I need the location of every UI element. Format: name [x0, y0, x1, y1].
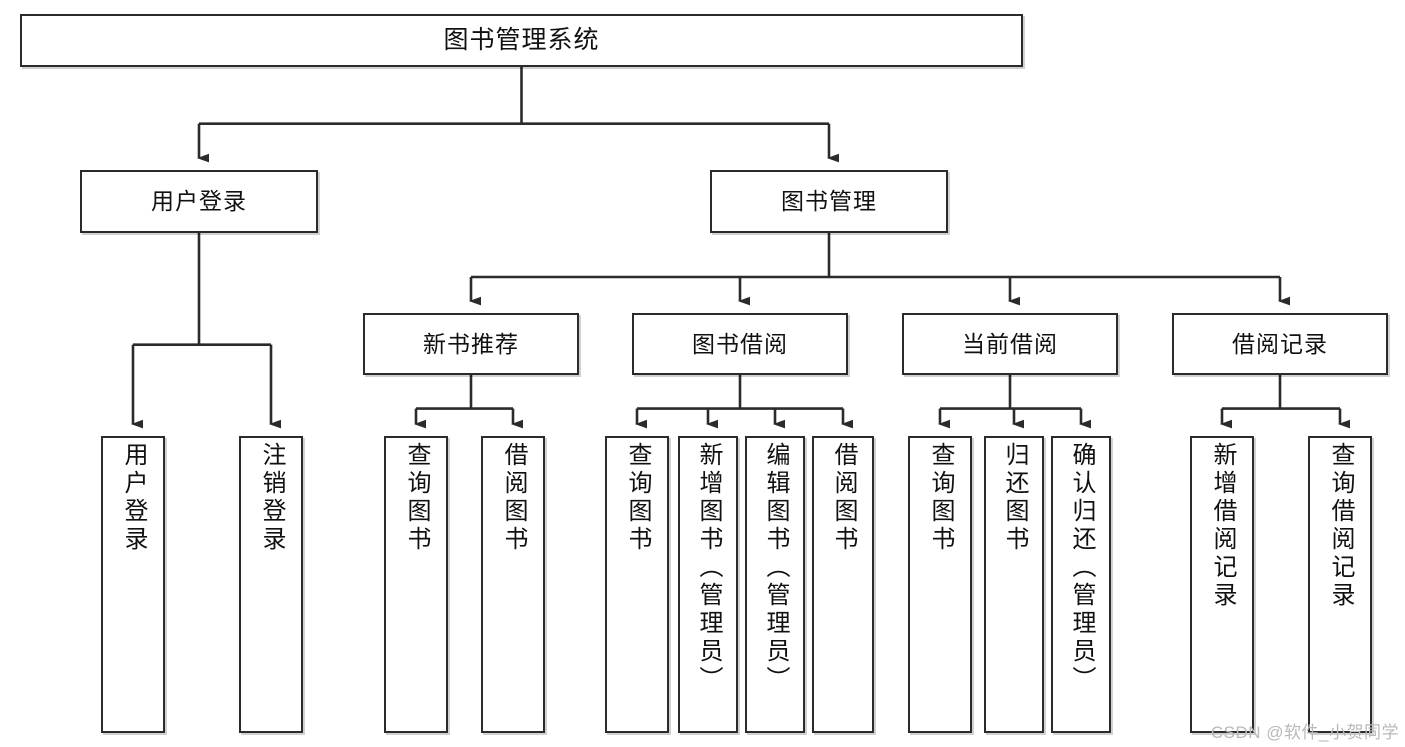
- node-label: 图书借阅: [692, 330, 788, 357]
- node-label: 查询图书: [403, 442, 430, 554]
- node-label: 借阅图书: [830, 442, 857, 554]
- csdn-watermark: CSDN @软件_小贺同学: [1210, 723, 1399, 742]
- node-label: 用户登录: [151, 188, 247, 215]
- node-label: 新书推荐: [423, 330, 519, 357]
- node-label: 确认归还（管理员）: [1068, 442, 1095, 694]
- node-leaf-logout[interactable]: 注销登录: [239, 436, 303, 733]
- node-records[interactable]: 借阅记录: [1172, 313, 1388, 375]
- node-login[interactable]: 用户登录: [80, 170, 318, 233]
- node-label: 注销登录: [258, 442, 285, 554]
- node-leaf-borrow-new[interactable]: 借阅图书: [481, 436, 545, 733]
- node-label: 图书管理系统: [443, 26, 600, 55]
- node-leaf-queryrecord[interactable]: 查询借阅记录: [1308, 436, 1372, 733]
- node-label: 新增图书（管理员）: [695, 442, 722, 694]
- node-label: 借阅图书: [500, 442, 527, 554]
- node-label: 借阅记录: [1232, 330, 1328, 357]
- node-label: 新增借阅记录: [1209, 442, 1236, 610]
- node-leaf-addrecord[interactable]: 新增借阅记录: [1190, 436, 1254, 733]
- node-leaf-borrowbook[interactable]: 借阅图书: [812, 436, 874, 733]
- node-leaf-query-current[interactable]: 查询图书: [908, 436, 972, 733]
- node-label: 图书管理: [781, 188, 877, 215]
- node-label: 编辑图书（管理员）: [762, 442, 789, 694]
- node-leaf-editbook[interactable]: 编辑图书（管理员）: [745, 436, 805, 733]
- node-leaf-returnbook[interactable]: 归还图书: [984, 436, 1044, 733]
- node-leaf-addbook[interactable]: 新增图书（管理员）: [678, 436, 738, 733]
- node-bookmgmt[interactable]: 图书管理: [710, 170, 948, 233]
- node-borrow[interactable]: 图书借阅: [632, 313, 848, 375]
- node-leaf-userlogin[interactable]: 用户登录: [101, 436, 165, 733]
- node-newbook[interactable]: 新书推荐: [363, 313, 579, 375]
- node-leaf-query-new[interactable]: 查询图书: [384, 436, 448, 733]
- node-label: 归还图书: [1001, 442, 1028, 554]
- node-root[interactable]: 图书管理系统: [20, 14, 1023, 67]
- node-label: 查询图书: [624, 442, 651, 554]
- node-label: 当前借阅: [962, 330, 1058, 357]
- node-label: 查询借阅记录: [1327, 442, 1354, 610]
- node-leaf-confirmreturn[interactable]: 确认归还（管理员）: [1051, 436, 1111, 733]
- node-current[interactable]: 当前借阅: [902, 313, 1118, 375]
- node-label: 用户登录: [120, 442, 147, 554]
- node-leaf-query-borrow[interactable]: 查询图书: [605, 436, 669, 733]
- node-label: 查询图书: [927, 442, 954, 554]
